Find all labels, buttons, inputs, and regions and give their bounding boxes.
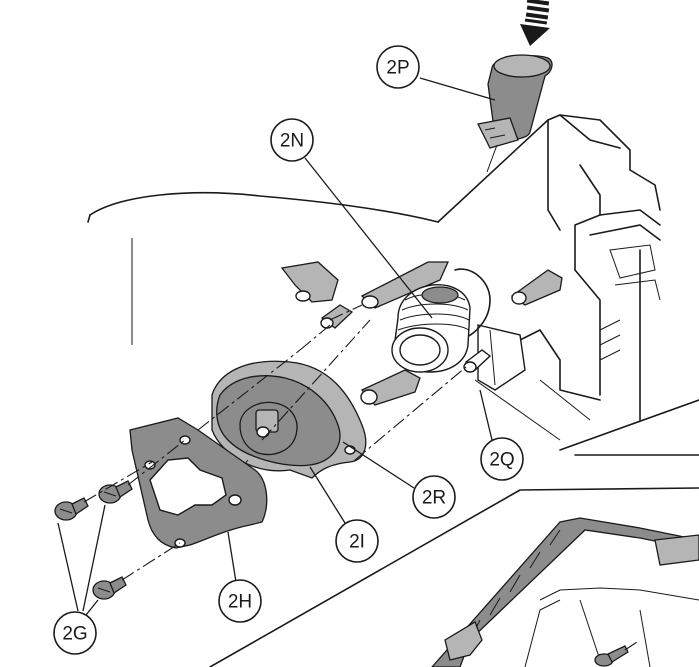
callout-2G: 2G	[53, 611, 97, 655]
callout-2G-label: 2G	[62, 624, 87, 645]
callout-2I: 2I	[335, 519, 379, 563]
callout-2H-label: 2H	[228, 592, 252, 613]
lid-assembly	[431, 517, 699, 667]
callout-2Q: 2Q	[480, 437, 524, 481]
screw-upper-right	[98, 480, 133, 504]
machine-housing	[87, 114, 699, 667]
callout-2P: 2P	[376, 45, 420, 89]
gear-cover-2I	[211, 360, 367, 479]
bracket-plate-2H	[129, 417, 268, 549]
screw-upper-left	[54, 497, 89, 521]
callout-2H: 2H	[218, 579, 262, 623]
callout-2N: 2N	[270, 118, 314, 162]
down-arrow-icon	[520, 0, 550, 46]
spring-coupling-2N	[391, 284, 471, 373]
lid-screw	[594, 639, 641, 667]
knob-2P	[477, 54, 553, 173]
housing-posts	[280, 261, 563, 406]
pin-2Q	[463, 349, 492, 373]
callout-2I-label: 2I	[349, 532, 365, 553]
callout-2R: 2R	[412, 475, 456, 519]
callout-2Q-label: 2Q	[489, 450, 514, 471]
assembly-axis-lines	[83, 304, 467, 581]
leader-lines	[57, 77, 496, 616]
callout-2N-label: 2N	[280, 131, 304, 152]
callout-2R-label: 2R	[422, 488, 446, 509]
screws-2G	[54, 480, 133, 600]
screw-lower	[92, 576, 127, 600]
callout-2P-label: 2P	[386, 58, 409, 79]
